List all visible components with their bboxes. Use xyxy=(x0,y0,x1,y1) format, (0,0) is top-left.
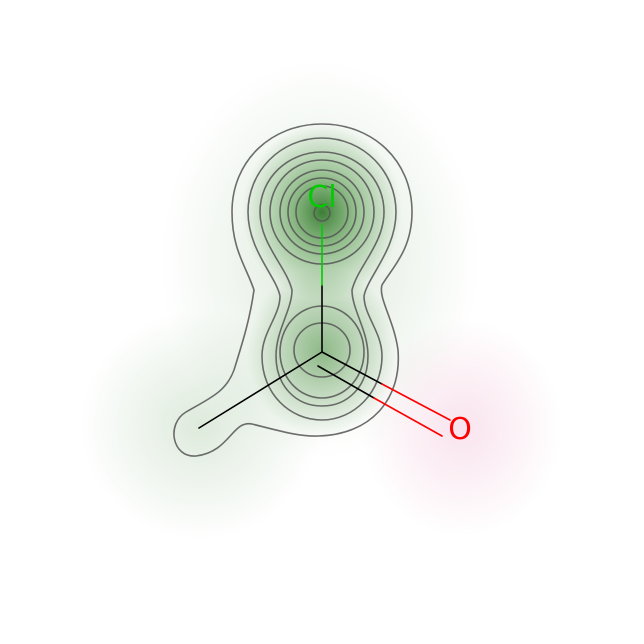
outer-contour xyxy=(173,123,413,457)
bond-c-o-inner-black xyxy=(317,365,375,399)
atom-labels: Cl O xyxy=(307,180,471,447)
density-shading xyxy=(80,60,562,540)
cl-contour-8 xyxy=(313,204,331,222)
bond-c-ch3 xyxy=(198,351,323,429)
contour-2 xyxy=(247,137,397,421)
bonds xyxy=(198,224,451,437)
chlorine-shading xyxy=(242,124,402,300)
atom-label-o: O xyxy=(448,412,472,447)
contour-3 xyxy=(259,151,385,407)
bond-c-o-outer-red xyxy=(381,383,451,421)
bond-c-o-inner-red xyxy=(373,397,443,437)
bond-c-o-outer-black xyxy=(321,351,383,385)
atom-label-cl: Cl xyxy=(307,180,336,215)
oxygen-shading xyxy=(362,320,562,536)
